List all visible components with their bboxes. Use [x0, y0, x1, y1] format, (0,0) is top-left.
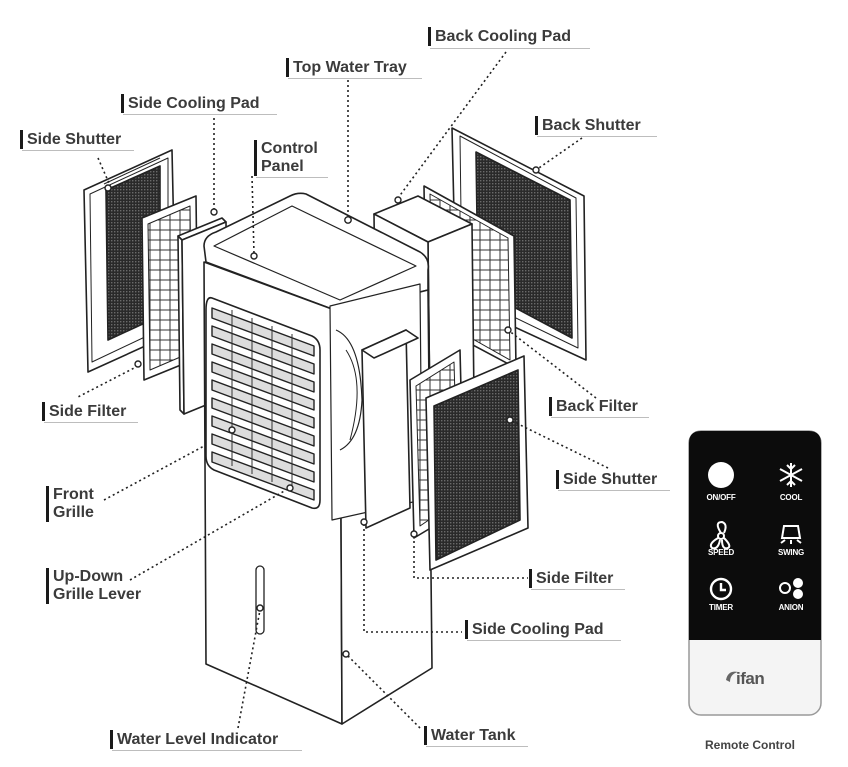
label-back-filter: Back Filter	[549, 397, 638, 416]
label-up-down-line2: Grille Lever	[53, 586, 142, 603]
label-back-cooling-pad: Back Cooling Pad	[428, 27, 571, 46]
label-control-panel: Control Panel	[254, 140, 318, 176]
label-underline	[467, 640, 621, 641]
label-up-down-line1: Up-Down	[53, 568, 124, 585]
remote-label-anion: ANION	[778, 603, 804, 612]
label-front-grille-line1: Front	[53, 486, 94, 503]
label-up-down-grille-lever: Up-Down Grille Lever	[46, 568, 141, 604]
label-side-shutter-right: Side Shutter	[556, 470, 657, 489]
label-water-level-indicator: Water Level Indicator	[110, 730, 278, 749]
label-underline	[551, 417, 649, 418]
label-front-grille-line2: Grille	[53, 504, 94, 521]
label-underline	[558, 490, 670, 491]
remote-label-speed: SPEED	[707, 548, 735, 557]
label-underline	[22, 150, 134, 151]
remote-label-onoff: ON/OFF	[706, 493, 736, 502]
remote-control-caption: Remote Control	[705, 738, 795, 752]
label-underline	[537, 136, 657, 137]
label-side-shutter-left: Side Shutter	[20, 130, 121, 149]
remote-label-cool: COOL	[779, 493, 803, 502]
remote-icons	[708, 462, 803, 682]
label-underline	[112, 750, 302, 751]
label-underline	[531, 589, 625, 590]
label-front-grille: Front Grille	[46, 486, 94, 522]
brand-logo-icon	[726, 671, 738, 682]
label-underline	[288, 78, 422, 79]
clock-icon	[709, 577, 733, 601]
fan-icon	[709, 520, 731, 550]
side-shutter-right-part	[425, 355, 529, 571]
label-water-tank: Water Tank	[424, 726, 515, 745]
remote-label-swing: SWING	[777, 548, 805, 557]
label-underline	[426, 746, 528, 747]
power-circle-icon	[708, 462, 734, 488]
brand-logo: ifan	[736, 669, 765, 688]
snowflake-icon	[779, 463, 803, 487]
label-side-cooling-pad-top: Side Cooling Pad	[121, 94, 260, 113]
label-underline	[123, 114, 277, 115]
label-side-filter-left: Side Filter	[42, 402, 126, 421]
label-underline	[430, 48, 590, 49]
label-underline	[256, 177, 328, 178]
label-control-panel-line1: Control	[261, 140, 318, 157]
label-control-panel-line2: Panel	[261, 158, 304, 175]
label-underline	[44, 422, 138, 423]
main-body-part	[203, 192, 433, 725]
remote-label-timer: TIMER	[709, 603, 733, 612]
label-top-water-tray: Top Water Tray	[286, 58, 407, 77]
label-back-shutter: Back Shutter	[535, 116, 641, 135]
leader-dots	[104, 166, 540, 658]
swing-icon	[780, 525, 802, 544]
leader-lines	[75, 51, 609, 729]
anion-icon	[779, 578, 803, 599]
label-side-cooling-pad-bottom: Side Cooling Pad	[465, 620, 604, 639]
label-side-filter-right: Side Filter	[529, 569, 613, 588]
